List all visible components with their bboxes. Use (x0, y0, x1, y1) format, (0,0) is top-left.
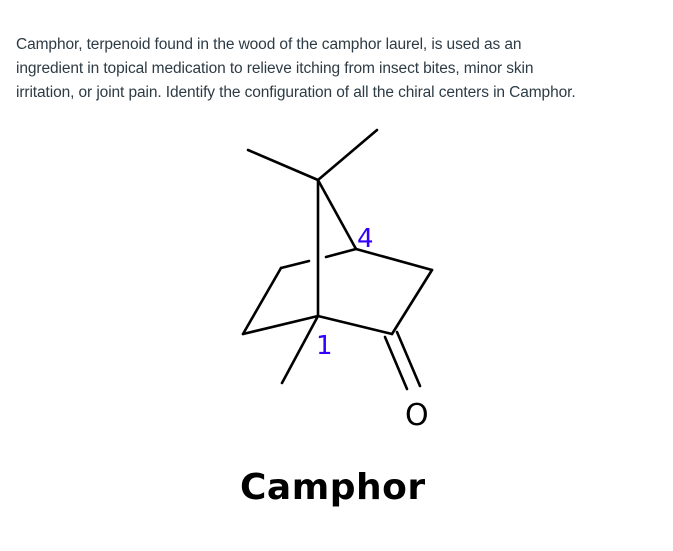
atom-label-c1: 1 (316, 331, 333, 361)
bond-bridge-c4 (316, 178, 358, 251)
atom-label-oxygen: O (405, 398, 429, 433)
bond-c4-back-right (324, 247, 358, 259)
bond-c3-c2 (390, 268, 434, 336)
atom-label-c4: 4 (357, 224, 374, 254)
bond-c1-methyl (280, 314, 320, 385)
question-line-1: Camphor, terpenoid found in the wood of … (16, 36, 522, 53)
bond-carbonyl-a (383, 335, 409, 391)
bond-c5-c6 (241, 266, 283, 336)
question-text: Camphor, terpenoid found in the wood of … (16, 33, 666, 105)
bond-bridge-methyl-right (316, 128, 379, 182)
bond-c4-back-left (279, 259, 311, 270)
bond-bridge-methyl-left (246, 148, 320, 182)
bond-c6-c1 (241, 314, 320, 336)
bond-c1-c2 (316, 314, 394, 336)
bond-carbonyl-b (395, 330, 422, 388)
bond-c4-c3 (354, 247, 434, 272)
question-line-2: ingredient in topical medication to reli… (16, 60, 534, 77)
question-line-3: irritation, or joint pain. Identify the … (16, 84, 576, 101)
molecule-name-caption: Camphor (240, 467, 426, 508)
